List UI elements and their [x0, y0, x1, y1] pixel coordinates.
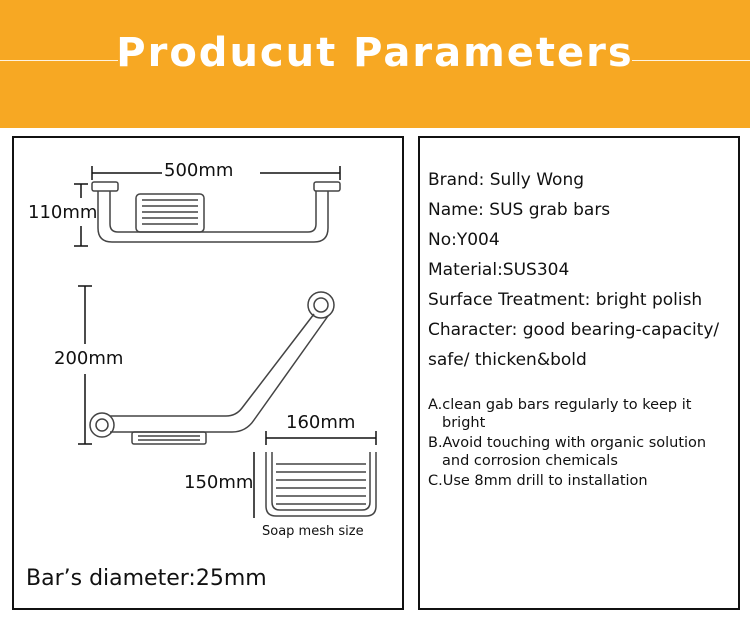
dim-500mm: 500mm — [164, 160, 234, 181]
spec-character: Character: good bearing-capacity/ — [428, 320, 720, 340]
note-a-text: A.clean gab bars regularly to keep it — [428, 397, 692, 413]
page-title: Producut Parameters — [116, 30, 634, 76]
spec-number: No:Y004 — [428, 230, 500, 250]
spec-brand: Brand: Sully Wong — [428, 170, 585, 190]
header-banner: Producut Parameters — [0, 0, 750, 128]
banner-line-right — [632, 60, 750, 61]
grab-bar-drawing — [74, 166, 377, 518]
note-a-cont: bright — [442, 415, 486, 431]
spec-panel: Brand: Sully Wong Name: SUS grab bars No… — [418, 136, 740, 610]
note-b-cont: and corrosion chemicals — [442, 453, 618, 469]
note-b-text: B.Avoid touching with organic solution — [428, 435, 707, 451]
spec-name: Name: SUS grab bars — [428, 200, 611, 220]
spec-material: Material:SUS304 — [428, 260, 570, 280]
banner-line-left — [0, 60, 118, 61]
spec-character-cont: safe/ thicken&bold — [428, 350, 587, 370]
bar-diameter: Bar’s diameter:25mm — [26, 566, 267, 591]
dim-200mm: 200mm — [54, 348, 124, 369]
note-a: A.clean gab bars regularly to keep it br… — [428, 396, 738, 432]
spec-surface: Surface Treatment: bright polish — [428, 290, 703, 310]
note-b: B.Avoid touching with organic solution a… — [428, 434, 738, 470]
dim-150mm: 150mm — [184, 472, 254, 493]
note-c: C.Use 8mm drill to installation — [428, 472, 738, 490]
drawing-panel: 500mm 110mm 200mm 160mm 150mm Soap mesh … — [12, 136, 404, 610]
dim-110mm: 110mm — [28, 202, 98, 223]
note-c-text: C.Use 8mm drill to installation — [428, 473, 648, 489]
soap-mesh-caption: Soap mesh size — [262, 524, 364, 539]
dim-160mm: 160mm — [286, 412, 356, 433]
